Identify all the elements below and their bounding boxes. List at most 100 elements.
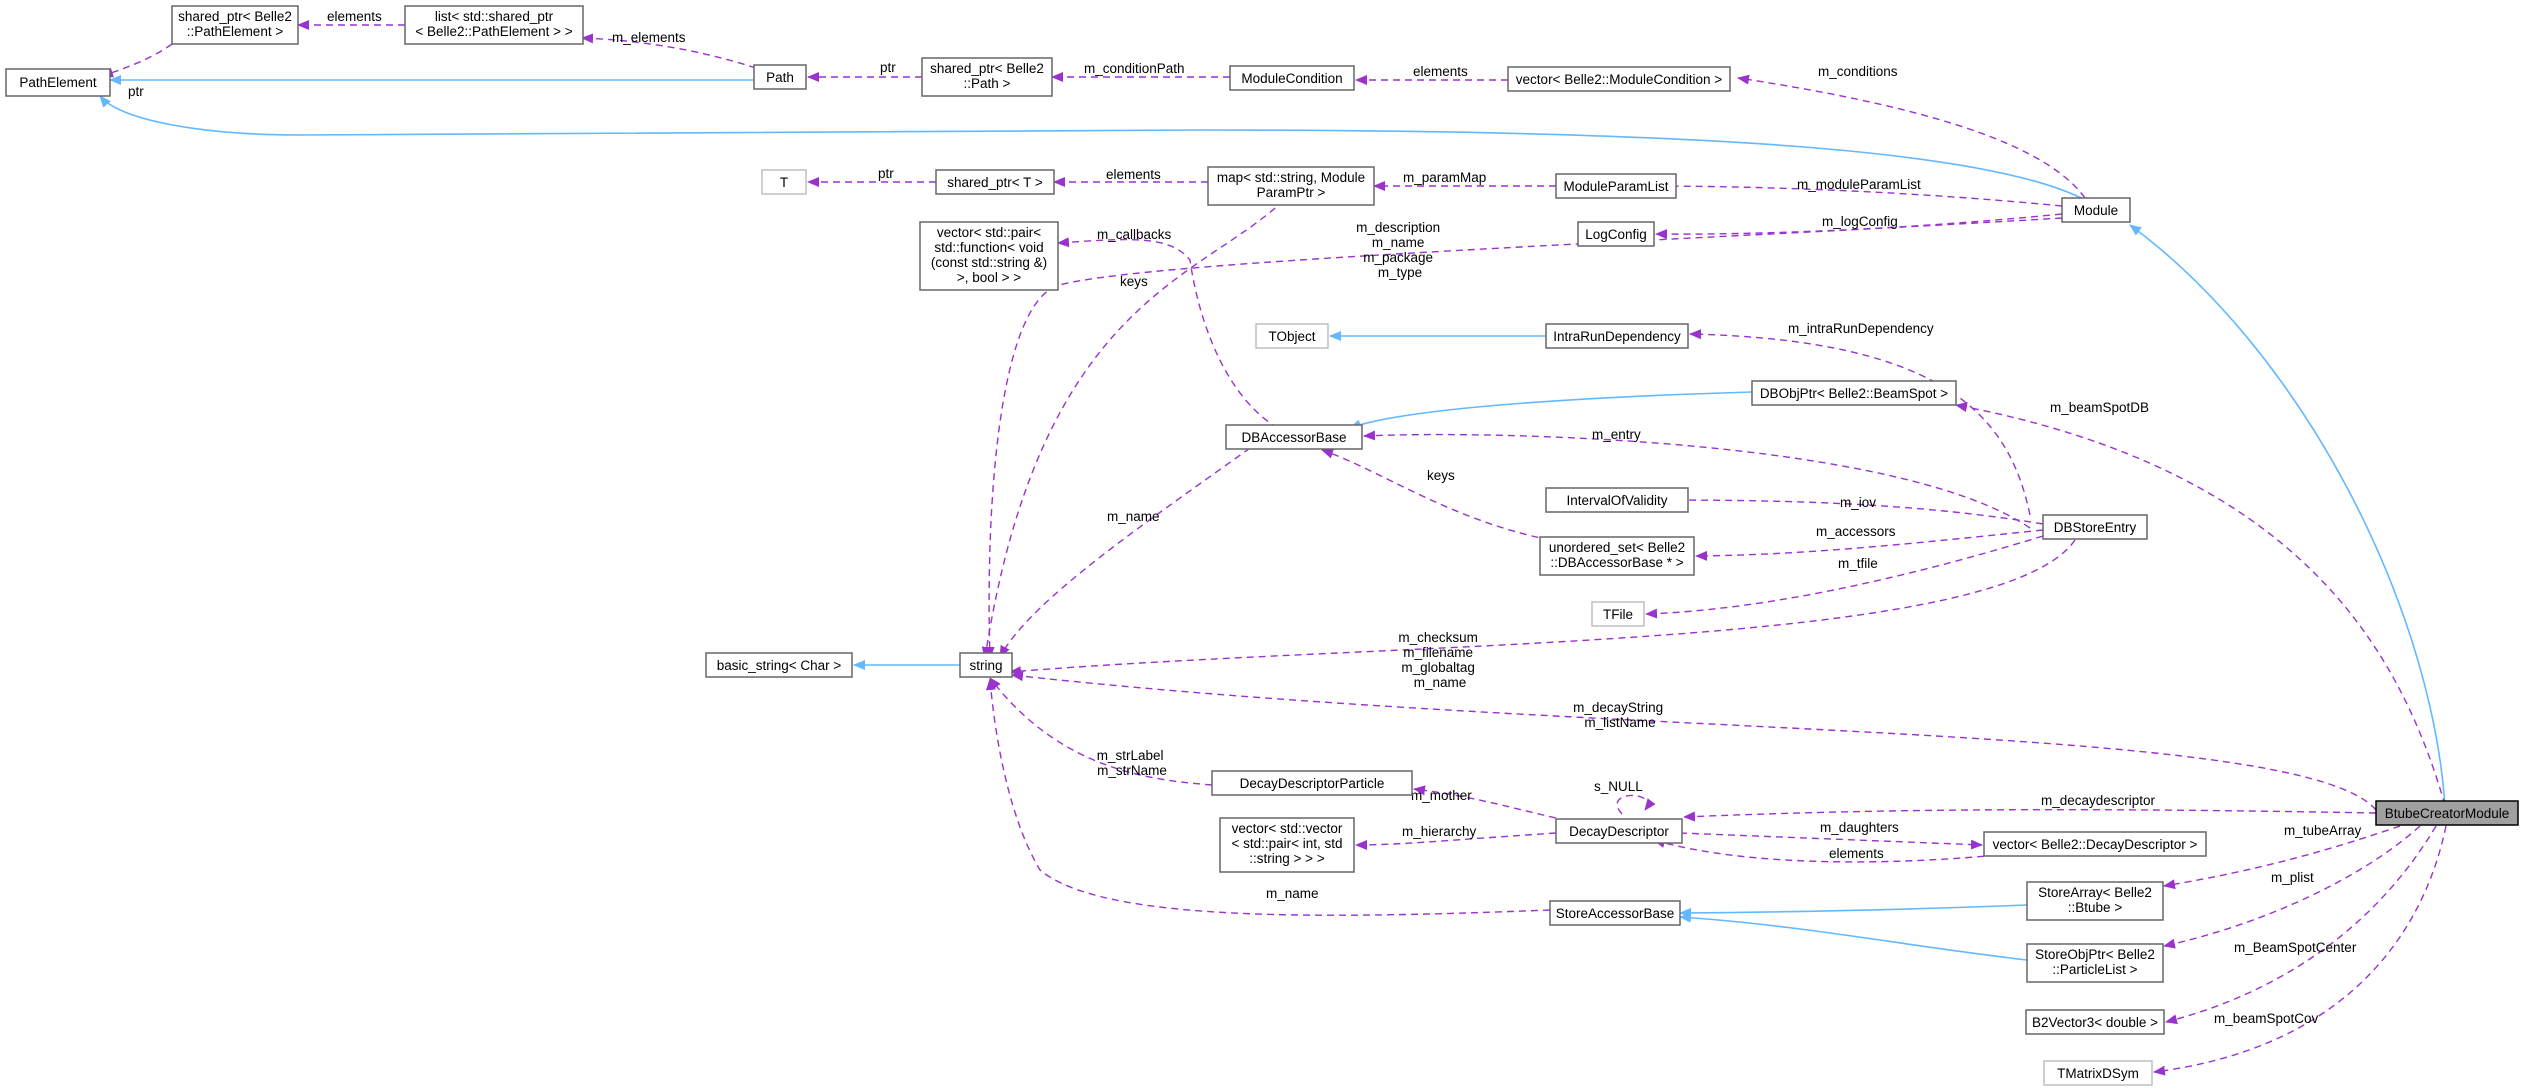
node-intrarundependency[interactable]: IntraRunDependency [1545, 323, 1689, 349]
node-shared-ptr-t[interactable]: shared_ptr< T > [935, 169, 1055, 195]
node-tfile[interactable]: TFile [1591, 601, 1645, 627]
svg-text:list< std::shared_ptr< Belle2:: list< std::shared_ptr< Belle2::PathEleme… [415, 9, 572, 39]
node-path[interactable]: Path [753, 64, 807, 90]
edge-label-m-beamspotcenter: m_BeamSpotCenter [2234, 940, 2357, 955]
edge-storeobjptr-inherits-sab [1679, 912, 2028, 961]
node-dbaccessorbase[interactable]: DBAccessorBase [1225, 424, 1363, 450]
edge-dbstore-intrarundep [1689, 329, 2031, 516]
node-t[interactable]: T [761, 169, 807, 195]
edge-label-m-accessors: m_accessors [1816, 524, 1896, 539]
svg-text:vector< std::pair<std::functio: vector< std::pair<std::function< void(co… [931, 225, 1047, 285]
node-dbstoreentry[interactable]: DBStoreEntry [2042, 514, 2148, 540]
node-b2vector3-double[interactable]: B2Vector3< double > [2025, 1009, 2165, 1035]
svg-text:B2Vector3< double >: B2Vector3< double > [2032, 1015, 2158, 1030]
node-storeaccessorbase[interactable]: StoreAccessorBase [1549, 900, 1681, 926]
svg-text:shared_ptr< T >: shared_ptr< T > [947, 175, 1043, 190]
edge-label-elements-map: elements [1106, 167, 1161, 182]
edge-vectordd-elements [1653, 838, 2009, 863]
edge-dd-daughters [1679, 832, 1983, 850]
node-btubecreatormodule[interactable]: BtubeCreatorModule [2375, 800, 2519, 826]
edge-dbstore-entry [1363, 430, 2031, 529]
node-module[interactable]: Module [2061, 197, 2131, 223]
edge-label-elements-list: elements [327, 9, 382, 24]
edge-btube-beamspotcov [2153, 825, 2447, 1076]
svg-text:shared_ptr< Belle2::PathElemen: shared_ptr< Belle2::PathElement > [178, 9, 292, 39]
edge-label-m-elements: m_elements [612, 30, 686, 45]
node-modulecondition[interactable]: ModuleCondition [1229, 65, 1355, 91]
node-logconfig[interactable]: LogConfig [1577, 221, 1655, 247]
node-vector-modulecondition[interactable]: vector< Belle2::ModuleCondition > [1507, 66, 1731, 92]
edge-sp-pathelement-ptr [101, 43, 173, 78]
edge-map-keys [981, 199, 1285, 659]
svg-text:vector< Belle2::DecayDescripto: vector< Belle2::DecayDescriptor > [1993, 837, 2198, 852]
edge-label-m-mother: m_mother [1411, 788, 1472, 803]
node-decaydescriptorparticle[interactable]: DecayDescriptorParticle [1211, 770, 1413, 796]
node-basic-string[interactable]: basic_string< Char > [705, 652, 853, 678]
edge-label-m-daughters: m_daughters [1820, 820, 1899, 835]
edge-label-m-tfile: m_tfile [1838, 556, 1878, 571]
svg-text:T: T [780, 175, 788, 190]
node-dbobjptr-beamspot[interactable]: DBObjPtr< Belle2::BeamSpot > [1751, 380, 1957, 406]
node-list-shared-ptr[interactable]: list< std::shared_ptr< Belle2::PathEleme… [404, 5, 584, 45]
svg-text:Module: Module [2074, 203, 2118, 218]
edge-label-m-parammap: m_paramMap [1403, 170, 1486, 185]
node-vector-vector-pair[interactable]: vector< std::vector< std::pair< int, std… [1219, 817, 1355, 873]
edge-label-m-beamspotdb: m_beamSpotDB [2050, 400, 2149, 415]
edge-label-m-beamspotcov: m_beamSpotCov [2214, 1011, 2319, 1026]
edge-label-m-iov: m_iov [1840, 495, 1876, 510]
edge-label-m-tubearray: m_tubeArray [2284, 823, 2362, 838]
edge-module-m-conditions [1737, 74, 2086, 199]
node-moduleparamlist[interactable]: ModuleParamList [1555, 173, 1677, 199]
edge-label-m-intrarundependency: m_intraRunDependency [1788, 321, 1934, 336]
edge-label-m-hierarchy: m_hierarchy [1402, 824, 1477, 839]
node-intervalofvalidity[interactable]: IntervalOfValidity [1545, 487, 1689, 513]
svg-text:PathElement: PathElement [19, 75, 97, 90]
node-shared-ptr-pathelement[interactable]: shared_ptr< Belle2::PathElement > [171, 5, 299, 45]
edge-path-m-elements [581, 33, 757, 69]
node-tobject[interactable]: TObject [1255, 323, 1329, 349]
edge-dbobjptr-inherits-dbaccessorbase [1349, 391, 1753, 429]
edge-btube-strings [1011, 671, 2377, 811]
node-tmatrixdsym[interactable]: TMatrixDSym [2043, 1060, 2153, 1086]
edge-label-ptr-path: ptr [880, 60, 896, 75]
edge-label-dbstore-strings: m_checksum m_filename m_globaltag m_name [1398, 630, 1481, 690]
edge-module-inherits-pathelement [99, 95, 2086, 201]
edge-label-m-callbacks: m_callbacks [1097, 227, 1172, 242]
node-vector-pair-callbacks[interactable]: vector< std::pair<std::function< void(co… [919, 221, 1059, 291]
edge-label-ptr-pathelement: ptr [128, 84, 144, 99]
edge-label-module-strings: m_description m_name m_package m_type [1356, 220, 1444, 280]
edge-label-keys-unordered: keys [1427, 468, 1455, 483]
svg-text:DBStoreEntry: DBStoreEntry [2054, 520, 2137, 535]
svg-text:IntraRunDependency: IntraRunDependency [1553, 329, 1681, 344]
node-pathelement[interactable]: PathElement [5, 68, 111, 97]
svg-text:StoreAccessorBase: StoreAccessorBase [1556, 906, 1675, 921]
edge-ddp-strings [989, 677, 1213, 786]
node-string[interactable]: string [959, 652, 1013, 678]
edge-btube-beamspotdb [1955, 402, 2446, 806]
svg-text:BtubeCreatorModule: BtubeCreatorModule [2385, 806, 2510, 821]
edge-module-moduleparamlist [1641, 181, 2063, 207]
svg-text:DecayDescriptor: DecayDescriptor [1569, 824, 1669, 839]
edge-dd-s-null [1616, 794, 1656, 815]
node-shared-ptr-path[interactable]: shared_ptr< Belle2::Path > [921, 57, 1053, 97]
node-storeobjptr-particlelist[interactable]: StoreObjPtr< Belle2::ParticleList > [2026, 943, 2164, 983]
svg-text:TObject: TObject [1268, 329, 1315, 344]
edge-btube-inherits-module [2129, 224, 2446, 806]
node-vector-decaydescriptor[interactable]: vector< Belle2::DecayDescriptor > [1983, 831, 2207, 857]
node-storearray-btube[interactable]: StoreArray< Belle2::Btube > [2026, 881, 2164, 921]
edge-label-m-plist: m_plist [2271, 870, 2314, 885]
node-unordered-set-dbaccessorbase[interactable]: unordered_set< Belle2::DBAccessorBase * … [1539, 536, 1695, 576]
edge-label-elements-modcond: elements [1413, 64, 1468, 79]
edge-label-keys-map: keys [1120, 274, 1148, 289]
svg-text:Path: Path [766, 70, 794, 85]
edge-label-m-logconfig: m_logConfig [1822, 214, 1898, 229]
node-decaydescriptor[interactable]: DecayDescriptor [1555, 818, 1683, 844]
svg-text:StoreArray< Belle2::Btube >: StoreArray< Belle2::Btube > [2038, 885, 2152, 915]
svg-text:DecayDescriptorParticle: DecayDescriptorParticle [1240, 776, 1385, 791]
edge-label-ddp-strings: m_strLabel m_strName [1097, 748, 1168, 778]
edge-dbstore-tfile [1645, 535, 2044, 619]
edge-label-elements-dd: elements [1829, 846, 1884, 861]
